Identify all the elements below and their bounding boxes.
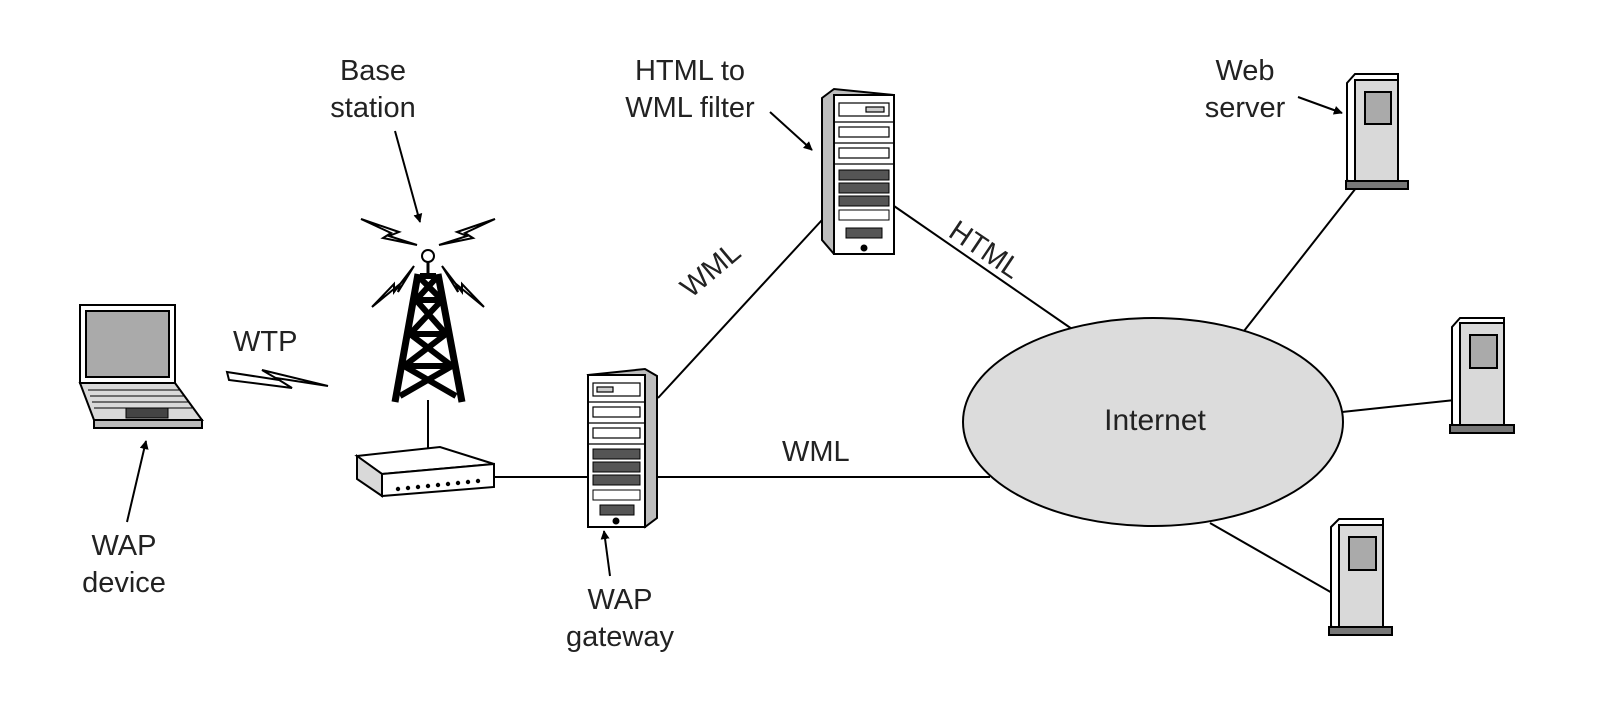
arrow-wap-device [126,440,149,523]
label-base-station: Base station [330,53,415,127]
arrow-base-station [394,130,423,223]
server-rack-icon [821,87,895,255]
label-line: WML filter [625,92,755,124]
label-web-server: Web server [1205,53,1286,127]
rack-grill [592,448,641,516]
arrow-wap-gateway [600,530,611,577]
arrow-web-server [1297,96,1343,115]
web-server-icon [1345,73,1409,190]
rack-grill [838,169,890,239]
web-server-icon [1328,518,1393,636]
link-filter-to-internet [893,205,1073,330]
internet-label: Internet [1104,404,1206,437]
label-html-to-wml-filter: HTML to WML filter [625,53,754,127]
label-wap-gateway: WAP gateway [566,582,674,656]
label-line: WAP [587,584,653,616]
link-gateway-to-filter [657,219,823,399]
link-internet-to-webserver-3 [1209,522,1335,595]
link-label-wml-horizontal: WML [782,436,850,468]
server-rack-icon [586,367,658,529]
radio-tower-icon [360,218,496,403]
signal-bolts [360,218,496,308]
cloud-icon [962,317,1344,527]
label-wap-device: WAP device [82,528,166,602]
link-label-wtp: WTP [233,326,298,358]
base-station-box-icon [354,445,495,498]
label-line: Base [339,55,407,87]
label-line: HTML to [634,55,746,87]
label-line: server [1204,92,1286,124]
label-line: station [330,92,416,124]
label-line: device [82,567,166,599]
web-server-icon [1449,317,1515,434]
link-internet-to-webserver-1 [1243,187,1357,332]
connections [427,187,1456,595]
label-line: Web [1215,55,1275,87]
label-line: WAP [91,530,157,562]
lightning-icon [225,369,329,389]
arrow-filter [769,111,813,151]
label-line: gateway [565,621,675,653]
callout-arrows [126,96,1343,577]
link-internet-to-webserver-2 [1341,399,1456,413]
laptop-icon [78,304,204,429]
